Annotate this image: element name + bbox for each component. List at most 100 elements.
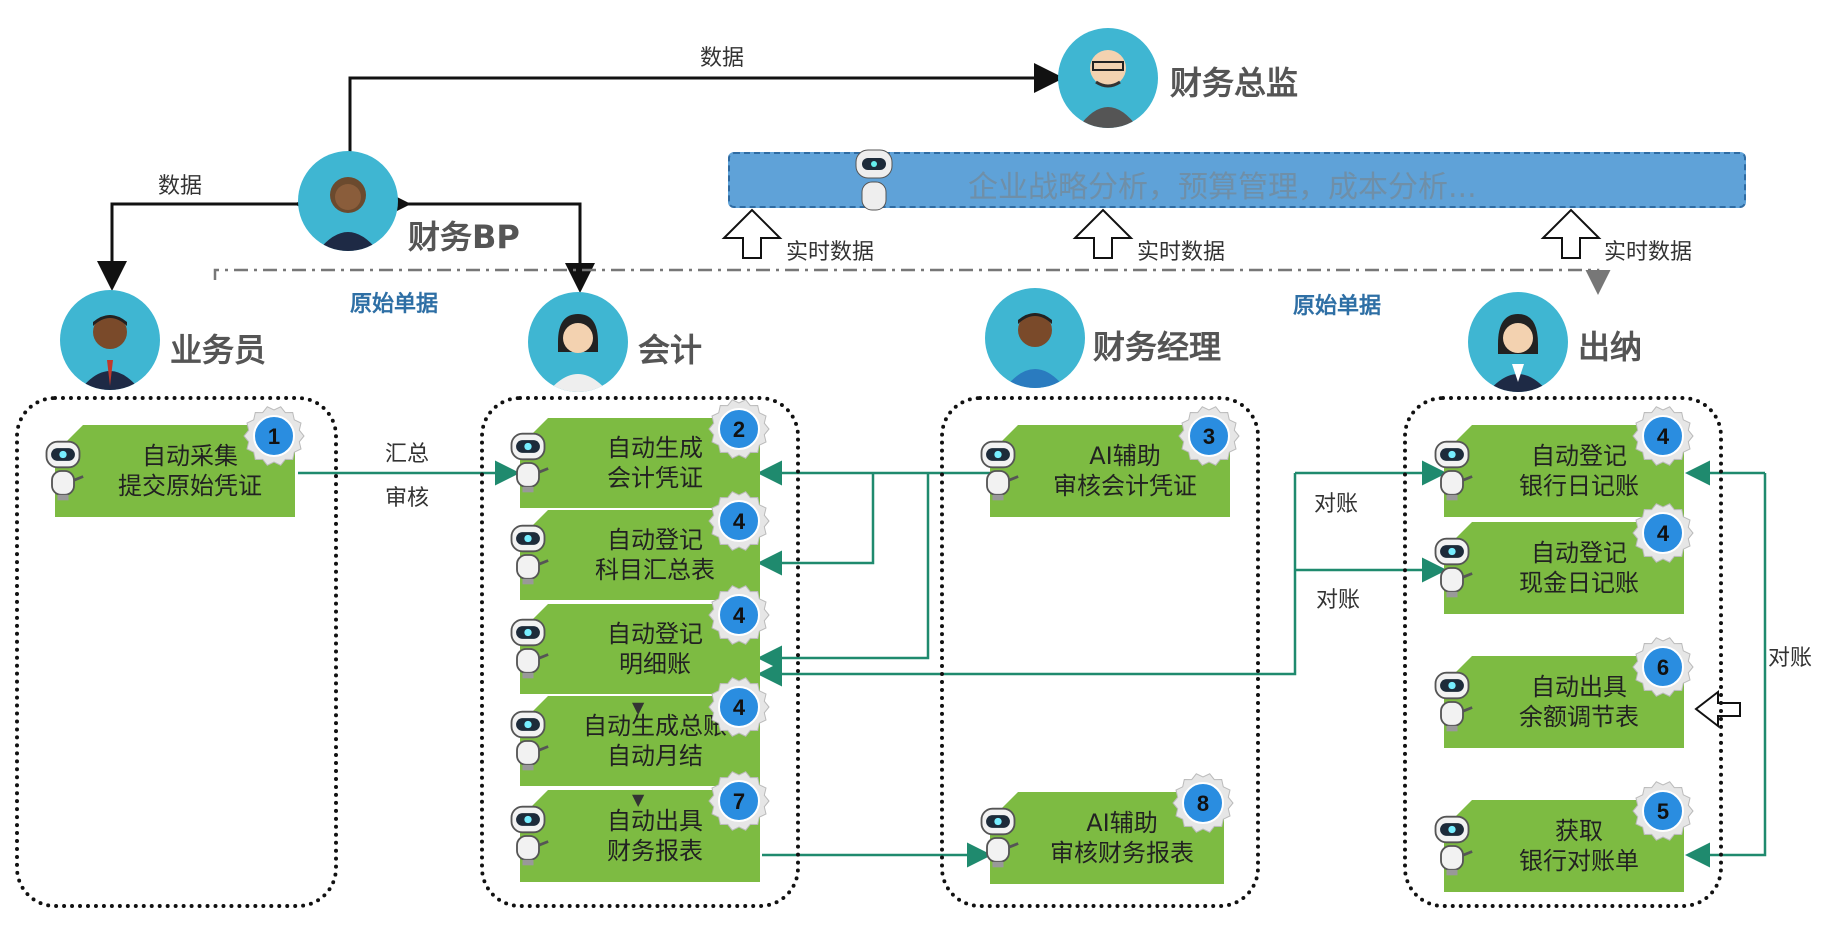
card-line2: 科目汇总表 [595, 556, 715, 584]
role-bp: 财务BP [408, 218, 520, 256]
card-line1: 自动生成总账 [583, 712, 727, 740]
card-line2: 现金日记账 [1519, 569, 1639, 597]
bp-avatar [298, 151, 398, 251]
step-badge-icon: 4 [708, 490, 770, 552]
robot-icon [976, 438, 1024, 510]
card-line2: 提交原始凭证 [118, 472, 262, 500]
step-badge-icon: 4 [1632, 502, 1694, 564]
svg-text:3: 3 [1203, 424, 1215, 449]
robot-icon [506, 430, 554, 502]
strategy-banner: 企业战略分析，预算管理，成本分析... [728, 149, 1746, 211]
robot-icon [506, 708, 554, 780]
svg-text:7: 7 [733, 789, 745, 814]
role-sales: 业务员 [170, 331, 267, 369]
svg-text:4: 4 [733, 695, 746, 720]
label-original-docs-left: 原始单据 [350, 292, 439, 317]
label-review: 审核 [385, 486, 430, 511]
label-realtime-1: 实时数据 [786, 240, 875, 265]
realtime-arrow-1 [721, 208, 783, 259]
arrow-bp-to-sales [97, 189, 324, 291]
card-line1: 自动登记 [607, 620, 703, 648]
label-data-top: 数据 [700, 46, 745, 71]
label-realtime-2: 实时数据 [1137, 240, 1226, 265]
step-badge-icon: 6 [1632, 636, 1694, 698]
step-badge-icon: 4 [1632, 405, 1694, 467]
svg-text:4: 4 [733, 509, 746, 534]
robot-icon [1430, 813, 1478, 885]
card-line2: 银行对账单 [1519, 847, 1639, 875]
card-collect[interactable]: 自动采集提交原始凭证 [55, 425, 295, 517]
robot-icon [1430, 438, 1478, 510]
label-summarize: 汇总 [385, 442, 430, 467]
original-docs-line [213, 268, 1611, 295]
card-line1: 自动登记 [1531, 539, 1627, 567]
step-badge-icon: 1 [243, 405, 305, 467]
group-cashier [1403, 396, 1723, 908]
card-line1: 自动出具 [1531, 673, 1627, 701]
sales-avatar [60, 290, 160, 390]
robot-icon [41, 438, 89, 510]
svg-text:4: 4 [1657, 521, 1670, 546]
svg-text:4: 4 [733, 603, 746, 628]
card-line1: AI辅助 [1089, 442, 1161, 470]
card-line1: 获取 [1555, 817, 1603, 845]
step-badge-icon: 7 [708, 770, 770, 832]
role-manager: 财务经理 [1093, 328, 1222, 366]
card-ai-voucher[interactable]: AI辅助审核会计凭证 [990, 425, 1230, 517]
card-line1: 自动采集 [142, 442, 238, 470]
step-badge-icon: 2 [708, 398, 770, 460]
card-line2: 余额调节表 [1519, 703, 1639, 731]
realtime-arrow-3 [1540, 208, 1602, 259]
hollow-left-arrow [1694, 689, 1741, 729]
group-manager [940, 396, 1260, 908]
card-line2: 财务报表 [607, 837, 703, 865]
card-line2: 银行日记账 [1519, 472, 1639, 500]
label-data-left: 数据 [158, 174, 203, 199]
cashier-avatar [1468, 292, 1568, 392]
robot-icon [1430, 669, 1478, 741]
card-line2: 审核财务报表 [1050, 839, 1194, 867]
svg-text:1: 1 [268, 424, 280, 449]
arrow-reconcile-right-bottom [1685, 473, 1767, 868]
manager-avatar [985, 288, 1085, 388]
flow-triangle-icon: ▼ [632, 698, 645, 717]
banner-text: 企业战略分析，预算管理，成本分析... [968, 170, 1477, 205]
svg-text:4: 4 [1657, 424, 1670, 449]
svg-text:5: 5 [1657, 799, 1669, 824]
step-badge-icon: 5 [1632, 780, 1694, 842]
group-accounting [480, 396, 800, 908]
step-badge-icon: 4 [708, 584, 770, 646]
robot-icon [976, 805, 1024, 877]
robot-icon [506, 616, 554, 688]
step-badge-icon: 3 [1178, 405, 1240, 467]
flow-triangle-icon: ▼ [632, 790, 645, 809]
group-sales [15, 396, 338, 908]
robot-icon [850, 146, 898, 218]
label-reconcile-2: 对账 [1316, 588, 1361, 613]
arrow-bp-to-cfo [348, 63, 1064, 155]
robot-icon [506, 522, 554, 594]
svg-text:2: 2 [733, 417, 745, 442]
role-cashier: 出纳 [1578, 328, 1643, 366]
role-accounting: 会计 [638, 331, 703, 369]
card-line2: 审核会计凭证 [1053, 472, 1197, 500]
card-line1: 自动登记 [607, 526, 703, 554]
step-badge-icon: 8 [1172, 772, 1234, 834]
robot-icon [1430, 535, 1478, 607]
label-reconcile-3: 对账 [1768, 646, 1813, 671]
card-line2: 明细账 [619, 650, 691, 678]
svg-text:6: 6 [1657, 655, 1669, 680]
accounting-avatar [528, 292, 628, 392]
robot-icon [506, 803, 554, 875]
label-original-docs-right: 原始单据 [1293, 294, 1382, 319]
card-line1: 自动生成 [607, 434, 703, 462]
label-reconcile-1: 对账 [1314, 492, 1359, 517]
card-line2: 自动月结 [607, 742, 703, 770]
label-realtime-3: 实时数据 [1604, 240, 1693, 265]
card-line1: 自动登记 [1531, 442, 1627, 470]
svg-text:8: 8 [1197, 791, 1209, 816]
card-line1: AI辅助 [1086, 809, 1158, 837]
arrow-ai-to-detail [757, 473, 930, 671]
card-line2: 会计凭证 [607, 464, 703, 492]
step-badge-icon: 4 [708, 676, 770, 738]
